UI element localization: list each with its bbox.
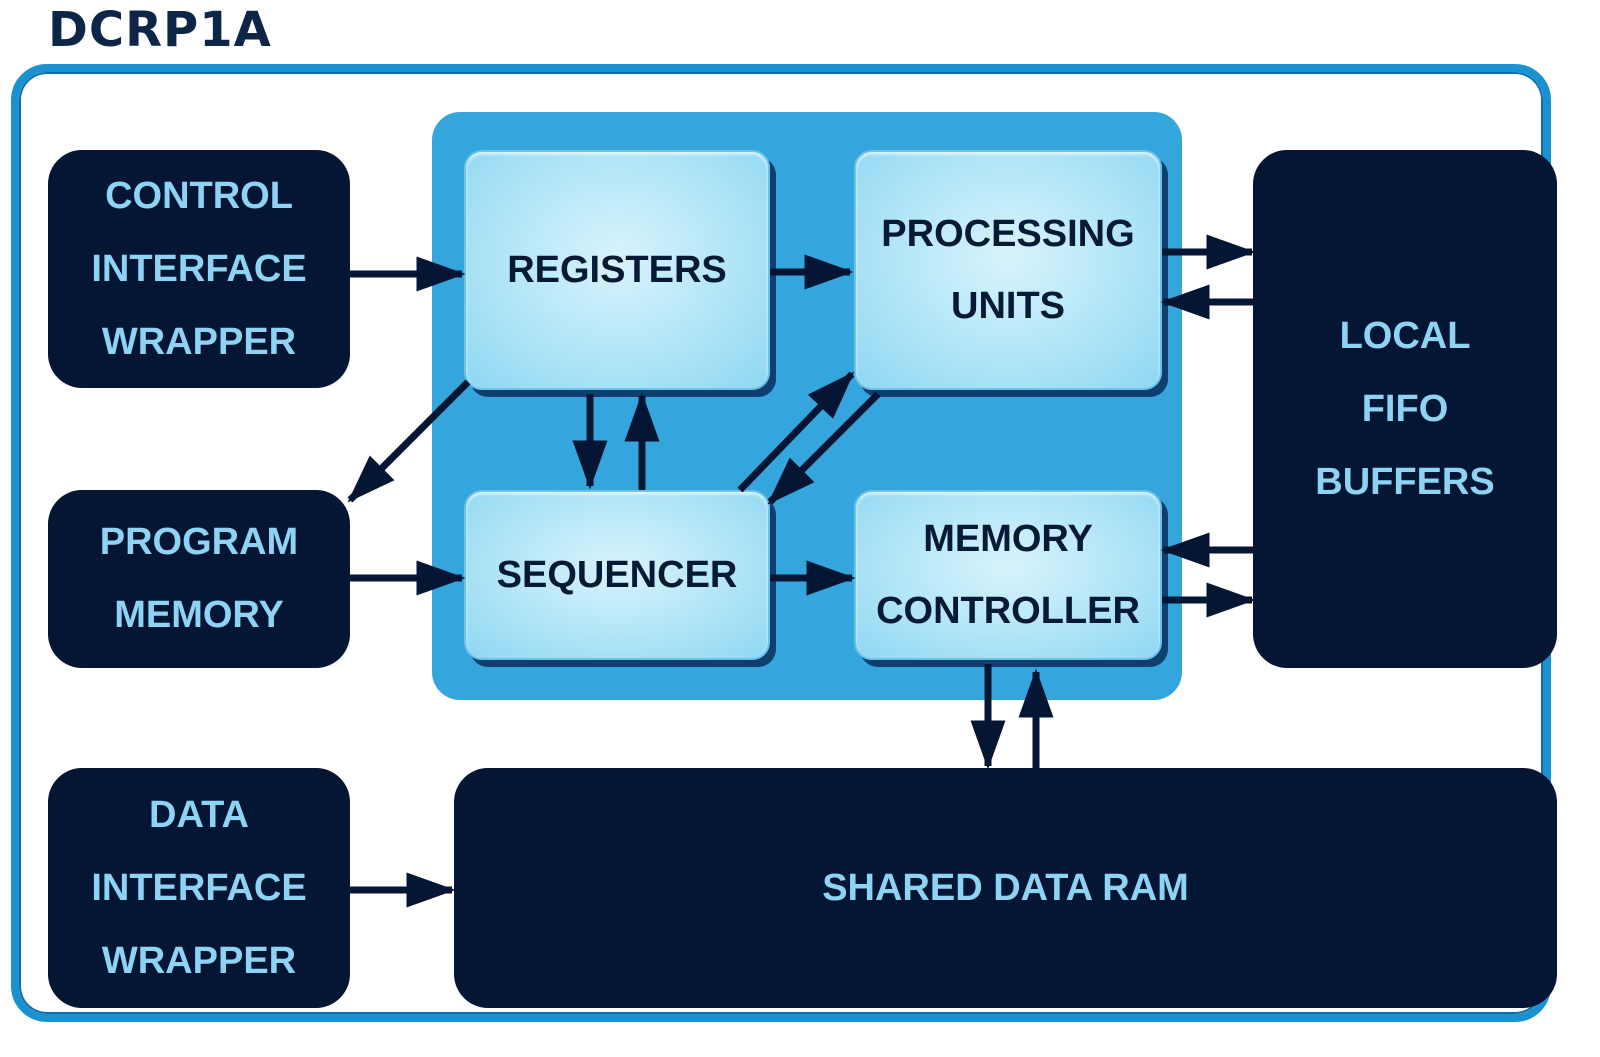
- block-label: CONTROL: [105, 174, 293, 217]
- block-label: INTERFACE: [91, 866, 307, 909]
- arrow-registers-to-program-memory: [347, 379, 471, 503]
- processing-units-block: PROCESSING UNITS: [854, 150, 1162, 390]
- block-label: CONTROLLER: [876, 590, 1140, 632]
- block-label: PROCESSING: [881, 213, 1135, 255]
- block-label: DATA: [149, 793, 249, 836]
- control-interface-wrapper-block: CONTROL INTERFACE WRAPPER: [48, 150, 350, 388]
- sequencer-block: SEQUENCER: [464, 490, 770, 660]
- block-label: LOCAL: [1339, 314, 1471, 357]
- block-label: SEQUENCER: [496, 554, 738, 596]
- block-label: MEMORY: [114, 594, 284, 636]
- block-label: REGISTERS: [507, 249, 727, 291]
- program-memory-block: PROGRAM MEMORY: [48, 490, 350, 668]
- local-fifo-buffers-block: LOCAL FIFO BUFFERS: [1253, 150, 1557, 668]
- arrow-sequencer-to-processing-units: [737, 371, 855, 493]
- data-interface-wrapper-block: DATA INTERFACE WRAPPER: [48, 768, 350, 1008]
- block-label: BUFFERS: [1315, 460, 1495, 503]
- block-label: INTERFACE: [91, 247, 307, 290]
- diagram-title: DCRP1A: [48, 2, 272, 58]
- registers-block: REGISTERS: [464, 150, 770, 390]
- shared-data-ram-block: SHARED DATA RAM: [454, 768, 1557, 1008]
- arrow-processing-units-to-sequencer: [767, 391, 881, 505]
- block-label: SHARED DATA RAM: [822, 866, 1189, 909]
- block-label: PROGRAM: [99, 521, 299, 563]
- block-label: FIFO: [1361, 387, 1449, 430]
- block-label: UNITS: [951, 285, 1065, 327]
- block-label: MEMORY: [923, 518, 1093, 560]
- block-label: WRAPPER: [101, 939, 297, 982]
- block-label: WRAPPER: [101, 320, 297, 363]
